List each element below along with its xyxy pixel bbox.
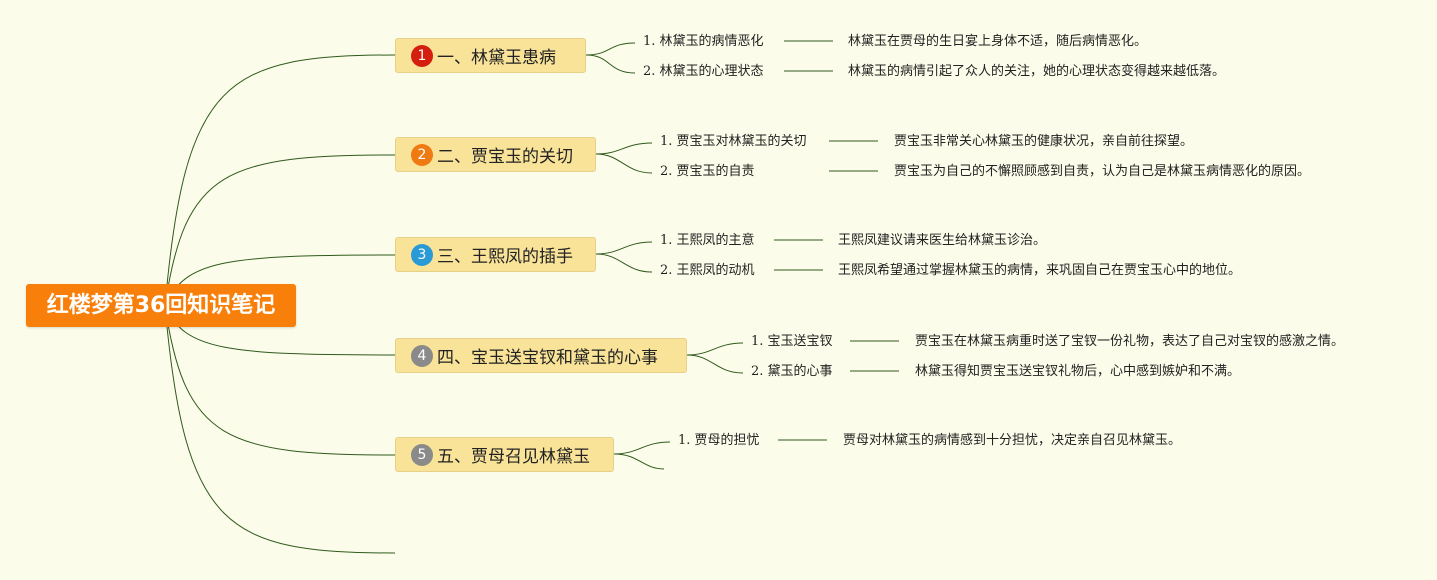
root-topic[interactable]: 红楼梦第36回知识笔记 [26, 284, 296, 327]
detail-text[interactable]: 王熙凤希望通过掌握林黛玉的病情，来巩固自己在贾宝玉心中的地位。 [838, 263, 1242, 278]
subtopic-label[interactable]: 1. 贾宝玉对林黛玉的关切 [660, 134, 807, 149]
root-branch-line [164, 54, 396, 307]
subtopic-label[interactable]: 1. 林黛玉的病情恶化 [643, 34, 764, 49]
subtopic-label[interactable]: 1. 宝玉送宝钗 [751, 334, 833, 349]
subtopic-label[interactable]: 2. 黛玉的心事 [751, 364, 833, 379]
subtopic-label[interactable]: 2. 林黛玉的心理状态 [643, 64, 764, 79]
detail-text[interactable]: 林黛玉的病情引起了众人的关注，她的心理状态变得越来越低落。 [848, 64, 1226, 79]
number-badge-icon: 1 [411, 44, 433, 67]
topic-title: 三、王熙凤的插手 [437, 247, 573, 267]
empty-branch-line [613, 453, 665, 470]
sub-branch-line [613, 441, 671, 455]
sub-branch-line [595, 153, 653, 174]
topic-title: 五、贾母召见林黛玉 [437, 447, 590, 467]
root-branch-line [164, 154, 396, 307]
root-branch-line [164, 305, 396, 456]
root-branch-line [164, 305, 396, 554]
sub-branch-line [585, 42, 636, 56]
sub-branch-line [595, 253, 653, 273]
detail-text[interactable]: 王熙凤建议请来医生给林黛玉诊治。 [838, 233, 1047, 248]
sub-branch-line [585, 54, 636, 74]
detail-text[interactable]: 贾母对林黛玉的病情感到十分担忧，决定亲自召见林黛玉。 [843, 433, 1182, 448]
subtopic-label[interactable]: 2. 贾宝玉的自责 [660, 164, 755, 179]
detail-text[interactable]: 林黛玉得知贾宝玉送宝钗礼物后，心中感到嫉妒和不满。 [915, 364, 1241, 379]
number-badge-icon: 3 [411, 243, 433, 266]
sub-branch-line [686, 342, 744, 356]
detail-text[interactable]: 林黛玉在贾母的生日宴上身体不适，随后病情恶化。 [848, 34, 1148, 49]
topic-title: 四、宝玉送宝钗和黛玉的心事 [437, 348, 658, 368]
number-badge-icon: 5 [411, 443, 433, 466]
subtopic-label[interactable]: 1. 贾母的担忧 [678, 433, 760, 448]
subtopic-label[interactable]: 2. 王熙凤的动机 [660, 263, 755, 278]
sub-branch-line [686, 354, 744, 374]
topic-title: 一、林黛玉患病 [437, 48, 556, 68]
topic-title: 二、贾宝玉的关切 [437, 147, 573, 167]
detail-text[interactable]: 贾宝玉非常关心林黛玉的健康状况，亲自前往探望。 [894, 134, 1194, 149]
subtopic-label[interactable]: 1. 王熙凤的主意 [660, 233, 755, 248]
detail-text[interactable]: 贾宝玉为自己的不懈照顾感到自责，认为自己是林黛玉病情恶化的原因。 [894, 164, 1311, 179]
number-badge-icon: 2 [411, 143, 433, 166]
sub-branch-line [595, 142, 653, 155]
number-badge-icon: 4 [411, 344, 433, 367]
detail-text[interactable]: 贾宝玉在林黛玉病重时送了宝钗一份礼物，表达了自己对宝钗的感激之情。 [915, 334, 1345, 349]
sub-branch-line [595, 241, 653, 255]
